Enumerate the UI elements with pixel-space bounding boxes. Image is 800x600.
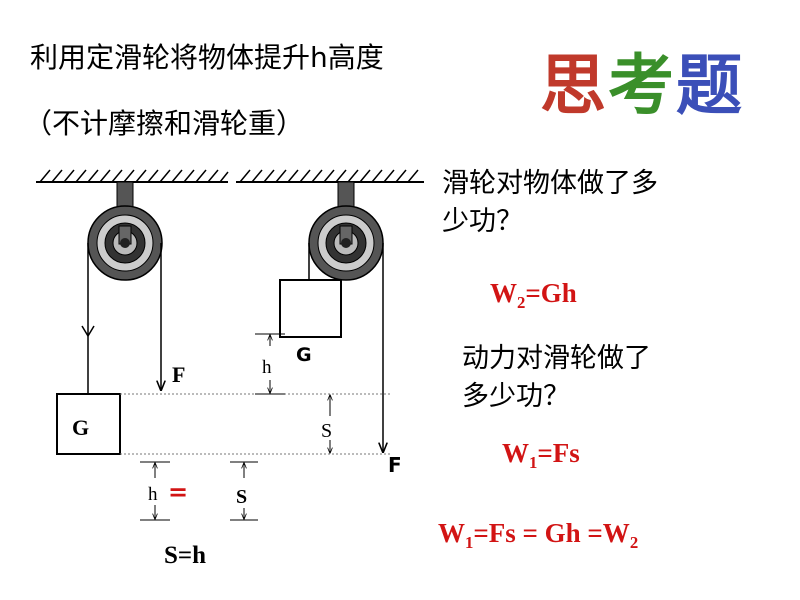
force-label-left: F bbox=[172, 362, 185, 387]
block-right-label: G bbox=[296, 344, 312, 366]
block-left bbox=[56, 393, 121, 455]
block-left-label: G bbox=[72, 415, 89, 440]
thinking-question-logo: 思考题 bbox=[540, 32, 744, 128]
conclusion-w1: W bbox=[438, 518, 465, 548]
conclusion-equation: W1=Fs = Gh =W2 bbox=[438, 518, 638, 553]
equals-sign: = bbox=[168, 478, 188, 506]
page-title: 利用定滑轮将物体提升h高度 bbox=[30, 41, 384, 74]
question-2-line-1: 动力对滑轮做了 bbox=[462, 343, 651, 374]
question-1-line-2: 少功？ bbox=[442, 206, 523, 237]
answer-2: W1=Fs bbox=[502, 438, 580, 473]
conclusion-w1-subscript: 1 bbox=[465, 532, 474, 552]
answer-2-subscript: 1 bbox=[529, 452, 538, 472]
pulley-right-icon bbox=[308, 181, 384, 281]
dimension-s-bottom bbox=[230, 461, 258, 521]
force-label-right: F bbox=[388, 453, 402, 477]
logo-char-2: 考 bbox=[608, 46, 676, 124]
ceiling-left bbox=[36, 169, 229, 183]
answer-2-formula: =Fs bbox=[537, 438, 580, 468]
conclusion-w2-subscript: 2 bbox=[629, 532, 639, 552]
question-2-line-2: 多少功？ bbox=[462, 381, 570, 412]
page-subtitle: （不计摩擦和滑轮重） bbox=[24, 107, 305, 140]
question-1-line-1: 滑轮对物体做了多 bbox=[442, 168, 658, 199]
answer-1-symbol: W bbox=[490, 278, 517, 308]
dimension-h-bottom bbox=[140, 461, 170, 521]
relation-s-equals-h: S=h bbox=[164, 542, 206, 569]
answer-2-symbol: W bbox=[502, 438, 529, 468]
dimension-s-right-label: S bbox=[321, 420, 332, 442]
logo-char-1: 思 bbox=[540, 46, 608, 124]
question-2: 动力对滑轮做了 多少功？ bbox=[462, 340, 651, 416]
dimension-h-right-label: h bbox=[262, 357, 272, 378]
logo-char-3: 题 bbox=[676, 46, 744, 124]
conclusion-formula: =Fs = Gh =W bbox=[473, 518, 630, 548]
answer-1-subscript: 2 bbox=[517, 292, 526, 312]
dimension-h-right bbox=[255, 333, 285, 395]
block-right bbox=[279, 279, 342, 338]
dimension-h-bottom-label: h bbox=[148, 484, 158, 505]
answer-1: W2=Gh bbox=[490, 278, 577, 313]
pulley-left-icon bbox=[87, 181, 163, 281]
dimension-s-bottom-label: S bbox=[236, 486, 247, 508]
ceiling-right bbox=[236, 169, 424, 183]
answer-1-formula: =Gh bbox=[525, 278, 577, 308]
question-1: 滑轮对物体做了多 少功？ bbox=[442, 165, 658, 241]
